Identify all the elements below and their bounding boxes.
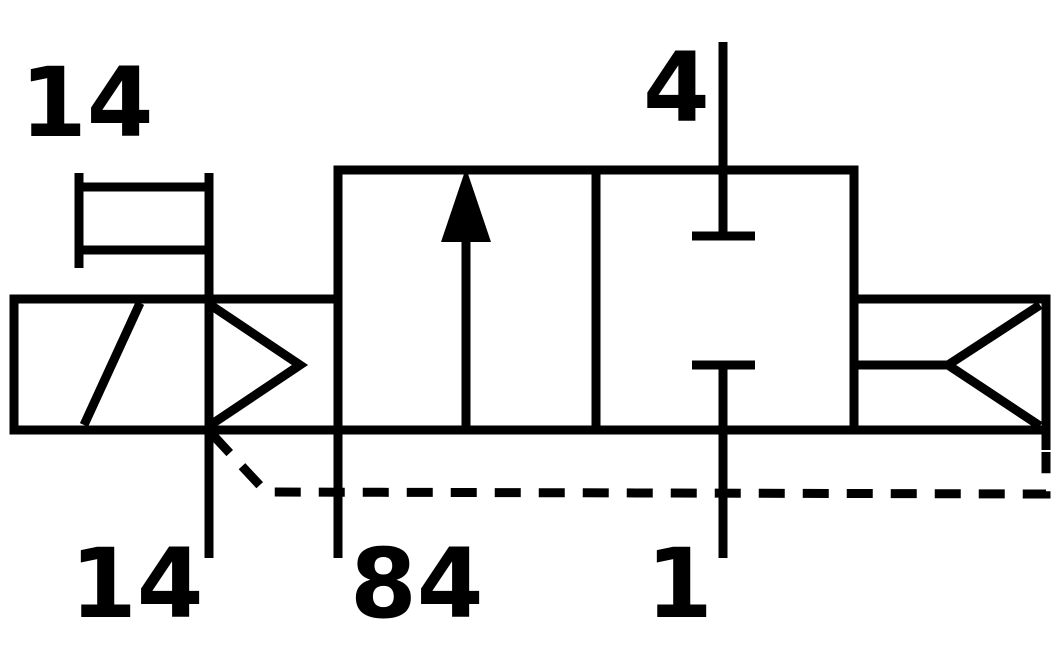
label-top-left-port: 14 — [20, 47, 154, 159]
solenoid-icon — [9, 294, 214, 435]
spring-return-icon — [849, 294, 1051, 450]
blocked-ports — [692, 42, 755, 558]
label-bottom-left-port: 14 — [70, 528, 204, 640]
pilot-triangle — [206, 294, 338, 435]
label-bottom-middle-port: 84 — [350, 528, 484, 640]
pilot-dashed-line — [208, 430, 1051, 499]
valve-body — [333, 165, 859, 435]
manual-override-icon — [74, 173, 214, 298]
label-top-port: 4 — [643, 32, 710, 144]
flow-arrow-icon — [441, 168, 491, 430]
label-bottom-port: 1 — [646, 528, 713, 640]
